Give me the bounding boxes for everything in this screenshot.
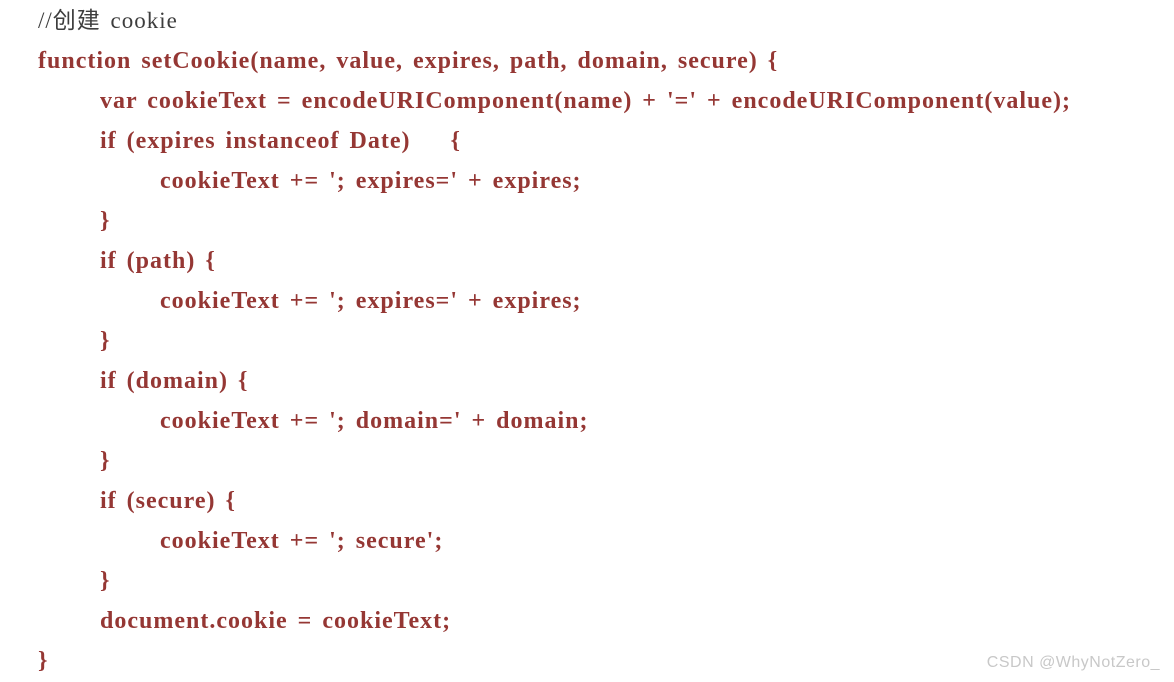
code-line: cookieText += '; domain=' + domain; — [160, 408, 589, 434]
code-line: if (secure) { — [100, 488, 236, 514]
code-line: } — [100, 208, 111, 234]
code-line: } — [38, 648, 49, 674]
code-line: var cookieText = encodeURIComponent(name… — [100, 88, 1071, 114]
code-line: function setCookie(name, value, expires,… — [38, 48, 779, 74]
code-line: if (path) { — [100, 248, 216, 274]
csdn-watermark: CSDN @WhyNotZero_ — [986, 654, 1160, 671]
code-line: } — [100, 328, 111, 354]
code-line: cookieText += '; expires=' + expires; — [160, 288, 582, 314]
code-line: } — [100, 448, 111, 474]
code-line: document.cookie = cookieText; — [100, 608, 452, 634]
code-line: cookieText += '; secure'; — [160, 528, 444, 554]
code-line-comment: //创建 cookie — [38, 8, 178, 33]
code-line: } — [100, 568, 111, 594]
code-line: cookieText += '; expires=' + expires; — [160, 168, 582, 194]
code-line: if (domain) { — [100, 368, 249, 394]
code-line: if (expires instanceof Date) { — [100, 128, 461, 154]
